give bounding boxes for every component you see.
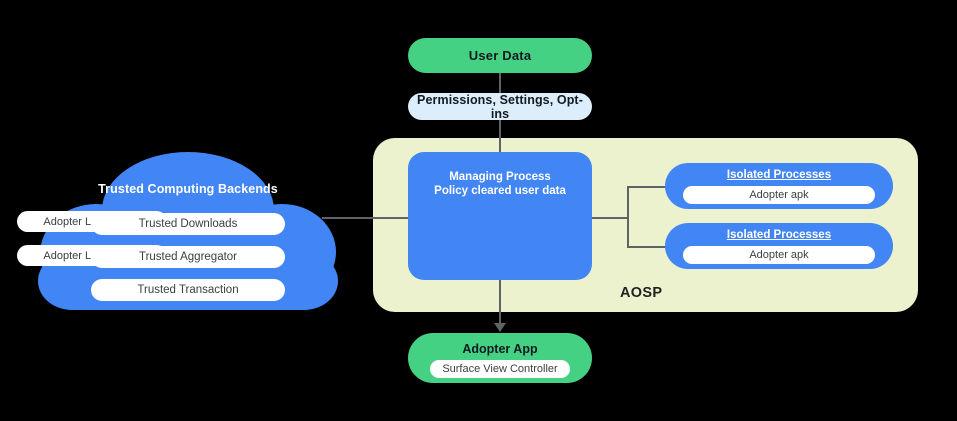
cloud-service-trusted-downloads[interactable]: Trusted Downloads (91, 213, 285, 235)
adopter-app-title: Adopter App (462, 342, 538, 356)
trusted-computing-backends-cloud: Trusted Computing Backends Trusted Downl… (38, 148, 338, 310)
isolated-process-box-1[interactable]: Isolated Processes Adopter apk (665, 223, 893, 269)
connector-userdata-permissions (499, 73, 501, 93)
cloud-service-trusted-transaction[interactable]: Trusted Transaction (91, 279, 285, 301)
adopter-apk-0[interactable]: Adopter apk (683, 186, 875, 204)
connector-managingprocess-bracket-stem (592, 217, 629, 219)
connector-bracket-isolated-1 (627, 246, 669, 248)
adopter-apk-1[interactable]: Adopter apk (683, 246, 875, 264)
isolated-process-title-0[interactable]: Isolated Processes (726, 169, 832, 181)
managing-process-title: Managing Process Policy cleared user dat… (434, 171, 566, 197)
cloud-title: Trusted Computing Backends (98, 182, 278, 196)
connector-permissions-managingprocess (499, 120, 501, 152)
permissions-settings-optins-pill[interactable]: Permissions, Settings, Opt-ins (408, 93, 592, 121)
cloud-service-trusted-aggregator[interactable]: Trusted Aggregator (91, 246, 285, 268)
connector-managingprocess-adopterapp (499, 280, 501, 325)
managing-process-box[interactable]: Managing Process Policy cleared user dat… (408, 152, 592, 280)
arrowhead-adopterapp (494, 323, 506, 332)
connector-cloud-managingprocess (322, 217, 408, 219)
aosp-label: AOSP (620, 285, 663, 301)
isolated-process-title-1[interactable]: Isolated Processes (726, 229, 832, 241)
adopter-app-box[interactable]: Adopter App Surface View Controller (408, 333, 592, 383)
isolated-process-box-0[interactable]: Isolated Processes Adopter apk (665, 163, 893, 209)
user-data-box[interactable]: User Data (408, 38, 592, 73)
surface-view-controller-pill[interactable]: Surface View Controller (430, 360, 570, 378)
connector-bracket-isolated-0 (627, 186, 669, 188)
connector-bracket-vertical (627, 186, 629, 248)
